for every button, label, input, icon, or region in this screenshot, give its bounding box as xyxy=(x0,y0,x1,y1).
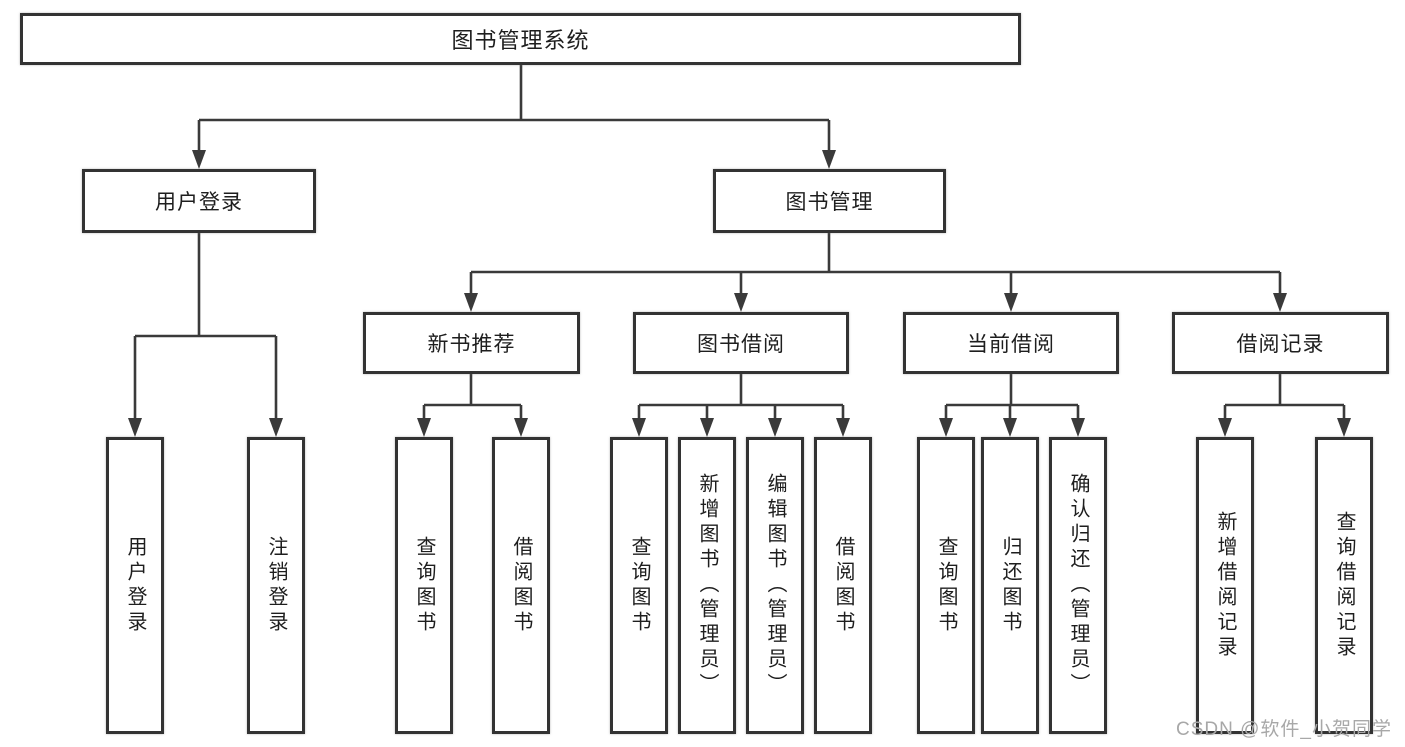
arrowheads xyxy=(128,150,1351,437)
node-current-borrowing: 当前借阅 xyxy=(903,312,1119,374)
leaf-label: 查询图书 xyxy=(935,535,957,636)
leaf-borrow-books-borrowing: 借阅图书 xyxy=(814,437,872,734)
leaf-borrow-books-recommend: 借阅图书 xyxy=(492,437,550,734)
leaf-label: 查询借阅记录 xyxy=(1333,510,1355,661)
leaf-label: 借阅图书 xyxy=(510,535,532,636)
leaf-add-books-admin: 新增图书（管理员） xyxy=(678,437,736,734)
leaf-user-login: 用户登录 xyxy=(106,437,164,734)
leaf-label: 确认归还（管理员） xyxy=(1067,473,1089,698)
node-book-borrowing: 图书借阅 xyxy=(633,312,849,374)
leaf-label: 查询图书 xyxy=(628,535,650,636)
leaf-query-borrow-record: 查询借阅记录 xyxy=(1315,437,1373,734)
node-book-management: 图书管理 xyxy=(713,169,946,233)
csdn-watermark: CSDN @软件_小贺同学 xyxy=(1176,719,1392,740)
leaf-query-books-borrowing: 查询图书 xyxy=(610,437,668,734)
leaf-add-borrow-record: 新增借阅记录 xyxy=(1196,437,1254,734)
leaf-label: 用户登录 xyxy=(124,535,146,636)
leaf-label: 新增图书（管理员） xyxy=(696,473,718,698)
leaf-edit-books-admin: 编辑图书（管理员） xyxy=(746,437,804,734)
leaf-query-books-current: 查询图书 xyxy=(917,437,975,734)
leaf-label: 查询图书 xyxy=(413,535,435,636)
node-library-system: 图书管理系统 xyxy=(20,13,1021,65)
node-new-book-recommendation: 新书推荐 xyxy=(363,312,580,374)
leaf-label: 注销登录 xyxy=(265,535,287,636)
leaf-label: 归还图书 xyxy=(999,535,1021,636)
leaf-label: 编辑图书（管理员） xyxy=(764,473,786,698)
leaf-label: 借阅图书 xyxy=(832,535,854,636)
connector-path xyxy=(133,65,1346,420)
leaf-confirm-return-admin: 确认归还（管理员） xyxy=(1049,437,1107,734)
leaf-query-books-recommend: 查询图书 xyxy=(395,437,453,734)
leaf-label: 新增借阅记录 xyxy=(1214,510,1236,661)
node-borrowing-records: 借阅记录 xyxy=(1172,312,1389,374)
leaf-logout-login: 注销登录 xyxy=(247,437,305,734)
node-user-login: 用户登录 xyxy=(82,169,316,233)
leaf-return-books: 归还图书 xyxy=(981,437,1039,734)
